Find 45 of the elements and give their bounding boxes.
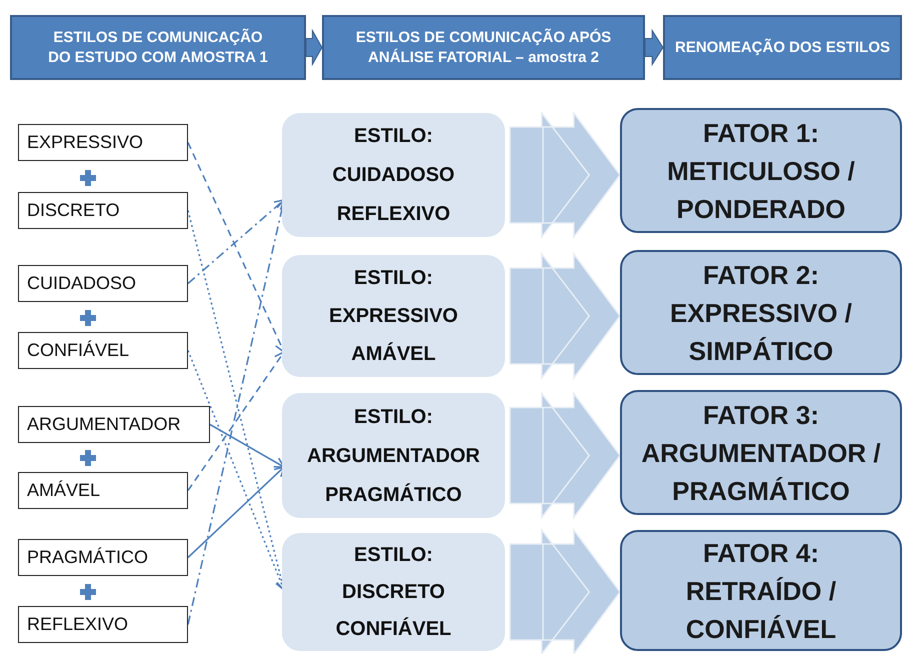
term-box: CUIDADOSO bbox=[18, 265, 188, 302]
label: ARGUMENTADOR / PRAGMÁTICO bbox=[640, 436, 882, 508]
factor-box bbox=[620, 530, 902, 651]
heading: FATOR 3: bbox=[702, 398, 820, 432]
term-box: REFLEXIVO bbox=[18, 606, 188, 643]
block-arrow bbox=[509, 528, 621, 654]
header-box: ESTILOS DE COMUNICAÇÃO DO ESTUDO COM AMOSTRA 1 bbox=[10, 15, 306, 80]
style-box bbox=[282, 533, 505, 651]
label: METICULOSO / PONDERADO bbox=[666, 154, 856, 226]
label: EXPRESSIVO / SIMPÁTICO bbox=[668, 296, 854, 368]
term-box: CONFIÁVEL bbox=[18, 332, 188, 369]
style-box bbox=[282, 255, 505, 377]
label: DISCRETO bbox=[342, 580, 445, 605]
label: CUIDADOSO bbox=[332, 162, 455, 188]
header-box: RENOMEAÇÃO DOS ESTILOS bbox=[663, 15, 902, 80]
factor-box bbox=[620, 390, 902, 515]
block-arrow bbox=[509, 110, 621, 240]
term-box: ARGUMENTADOR bbox=[18, 406, 210, 443]
label: EXPRESSIVO bbox=[329, 304, 458, 329]
style-box bbox=[282, 113, 505, 237]
heading: ESTILO: bbox=[354, 266, 433, 291]
header-box: ESTILOS DE COMUNICAÇÃO APÓS ANÁLISE FATORIAL – amostra 2 bbox=[322, 15, 645, 80]
heading: ESTILO: bbox=[354, 404, 433, 430]
block-arrow bbox=[509, 252, 621, 380]
label: RETRAÍDO / CONFIÁVEL bbox=[684, 574, 838, 646]
heading: FATOR 2: bbox=[702, 258, 820, 292]
factor-box bbox=[620, 250, 902, 375]
block-arrow bbox=[306, 28, 323, 66]
term-box: EXPRESSIVO bbox=[18, 124, 188, 161]
heading: ESTILO: bbox=[354, 124, 433, 150]
factor-box bbox=[620, 108, 902, 233]
label: ARGUMENTADOR bbox=[307, 444, 480, 468]
block-arrow bbox=[644, 28, 664, 66]
heading: ESTILO: bbox=[354, 543, 433, 568]
term-box: PRAGMÁTICO bbox=[18, 539, 188, 576]
term-box: DISCRETO bbox=[18, 192, 188, 229]
heading: FATOR 4: bbox=[702, 536, 820, 570]
style-box bbox=[282, 393, 505, 518]
block-arrow bbox=[509, 391, 621, 520]
heading: FATOR 1: bbox=[702, 116, 820, 150]
label: CONFIÁVEL bbox=[336, 616, 452, 642]
label: REFLEXIVO bbox=[336, 202, 450, 227]
label: PRAGMÁTICO bbox=[325, 482, 462, 508]
label: AMÁVEL bbox=[351, 341, 436, 367]
term-box: AMÁVEL bbox=[18, 472, 188, 509]
